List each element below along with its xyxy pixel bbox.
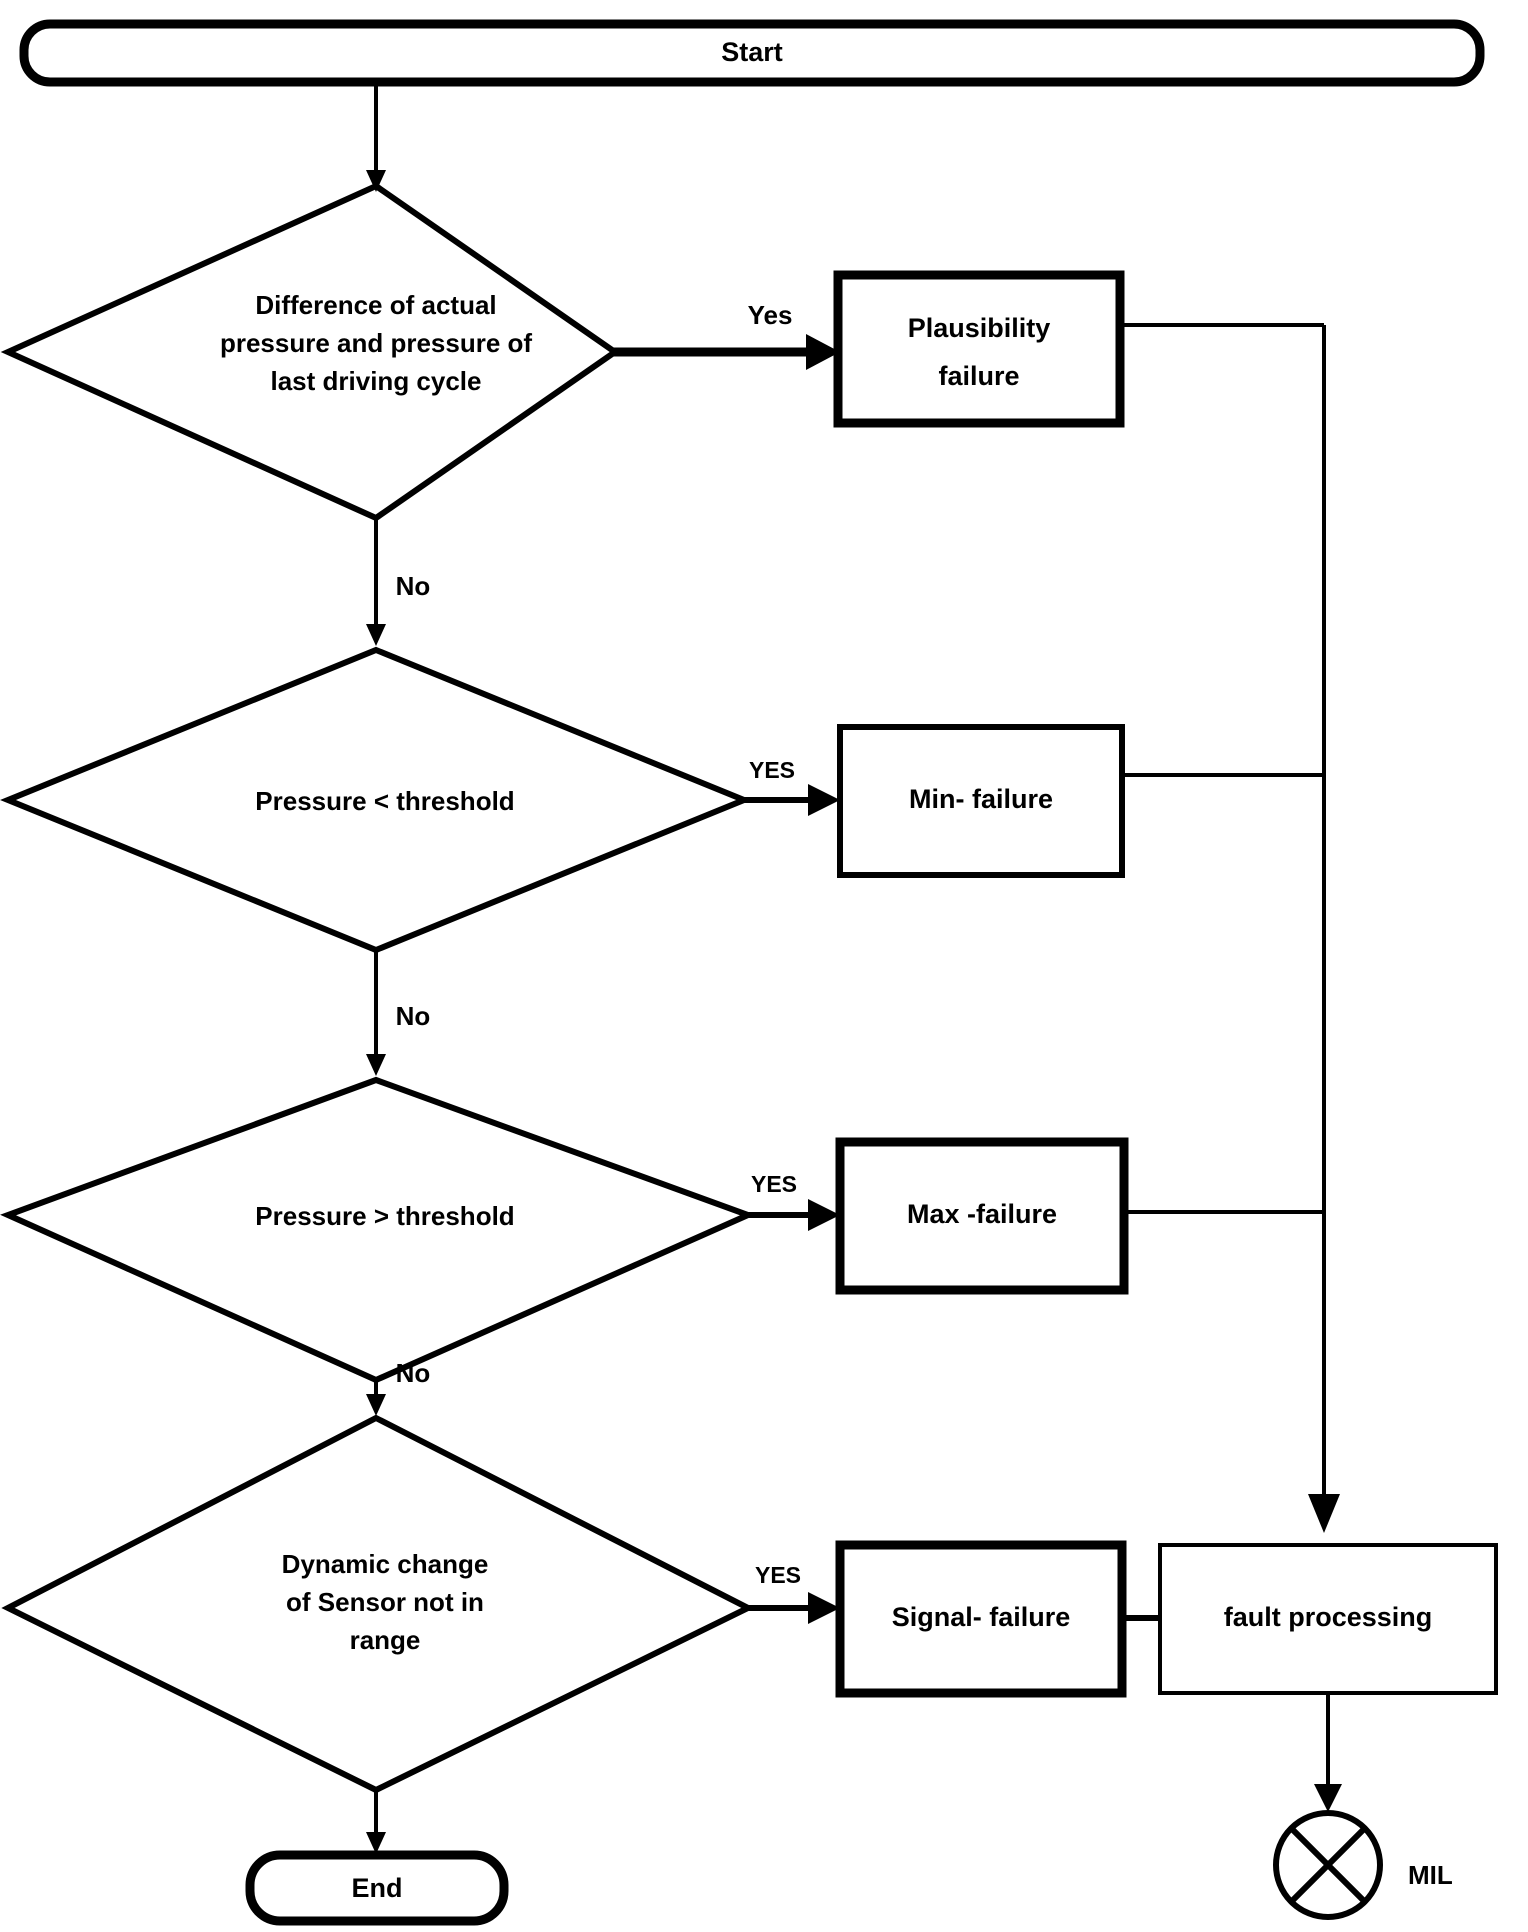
end-shape bbox=[245, 1850, 509, 1926]
min-failure-box: Min- failure bbox=[837, 724, 1125, 878]
connector-decision3-yes: YES bbox=[745, 1171, 840, 1231]
end-label: End bbox=[352, 1873, 403, 1903]
decision2-yes-label: YES bbox=[749, 757, 795, 783]
decision-pressure-below-threshold: Pressure < threshold bbox=[0, 646, 752, 954]
fault-processing-shape bbox=[1158, 1543, 1498, 1695]
start-terminal: Start bbox=[19, 19, 1485, 87]
decision1-no-label: No bbox=[396, 571, 431, 601]
signal-failure-box: Signal- failure bbox=[835, 1540, 1127, 1698]
max-failure-line1: Max -failure bbox=[907, 1199, 1057, 1229]
connector-start-to-decision1 bbox=[366, 82, 386, 192]
decision-pressure-difference: Difference of actual pressure and pressu… bbox=[0, 182, 621, 522]
decision4-line3: range bbox=[350, 1625, 421, 1655]
min-failure-line1: Min- failure bbox=[909, 784, 1053, 814]
mil-label: MIL bbox=[1408, 1860, 1453, 1890]
decision1-line3: last driving cycle bbox=[271, 366, 482, 396]
decision3-line1: Pressure > threshold bbox=[255, 1201, 514, 1231]
connector-decision4-yes: YES bbox=[745, 1562, 840, 1624]
decision4-line1: Dynamic change bbox=[282, 1549, 489, 1579]
start-shape bbox=[19, 19, 1485, 87]
plausibility-failure-line2: failure bbox=[938, 361, 1019, 391]
signal-failure-shape bbox=[835, 1540, 1127, 1698]
decision3-no-label: No bbox=[396, 1358, 431, 1388]
decision2-line1: Pressure < threshold bbox=[255, 786, 514, 816]
circled-x-icon-stroke-2 bbox=[1289, 1826, 1367, 1904]
connector-decision1-yes: Yes bbox=[612, 300, 840, 370]
decision1-line1: Difference of actual bbox=[255, 290, 496, 320]
decision4-line2: of Sensor not in bbox=[286, 1587, 484, 1617]
decision-dynamic-change: Dynamic change of Sensor not in range bbox=[1, 1414, 755, 1794]
connector-fault-to-mil bbox=[1314, 1693, 1342, 1812]
plausibility-failure-box: Plausibility failure bbox=[833, 270, 1125, 428]
connector-decision3-no: No bbox=[366, 1358, 430, 1416]
end-terminal: End bbox=[245, 1850, 509, 1926]
signal-failure-line1: Signal- failure bbox=[892, 1602, 1071, 1632]
fault-processing-box: fault processing bbox=[1158, 1543, 1498, 1695]
connector-decision1-no: No bbox=[366, 518, 430, 646]
connector-decision4-to-end bbox=[366, 1790, 386, 1854]
plausibility-failure-line1: Plausibility bbox=[908, 313, 1051, 343]
decision2-no-label: No bbox=[396, 1001, 431, 1031]
start-label: Start bbox=[721, 37, 783, 67]
rail-vertical-to-fault-processing bbox=[1308, 325, 1340, 1533]
mil-lamp: MIL bbox=[1273, 1810, 1453, 1920]
fault-processing-label: fault processing bbox=[1224, 1602, 1433, 1632]
connector-decision2-no: No bbox=[366, 950, 430, 1076]
connector-decision2-yes: YES bbox=[742, 757, 840, 816]
plausibility-failure-shape bbox=[833, 270, 1125, 428]
decision4-yes-label: YES bbox=[755, 1562, 801, 1588]
decision-pressure-above-threshold: Pressure > threshold bbox=[0, 1076, 757, 1384]
min-failure-shape bbox=[837, 724, 1125, 878]
decision1-yes-label: Yes bbox=[748, 300, 793, 330]
max-failure-shape bbox=[835, 1137, 1129, 1295]
decision1-line2: pressure and pressure of bbox=[220, 328, 532, 358]
decision3-yes-label: YES bbox=[751, 1171, 797, 1197]
max-failure-box: Max -failure bbox=[835, 1137, 1129, 1295]
